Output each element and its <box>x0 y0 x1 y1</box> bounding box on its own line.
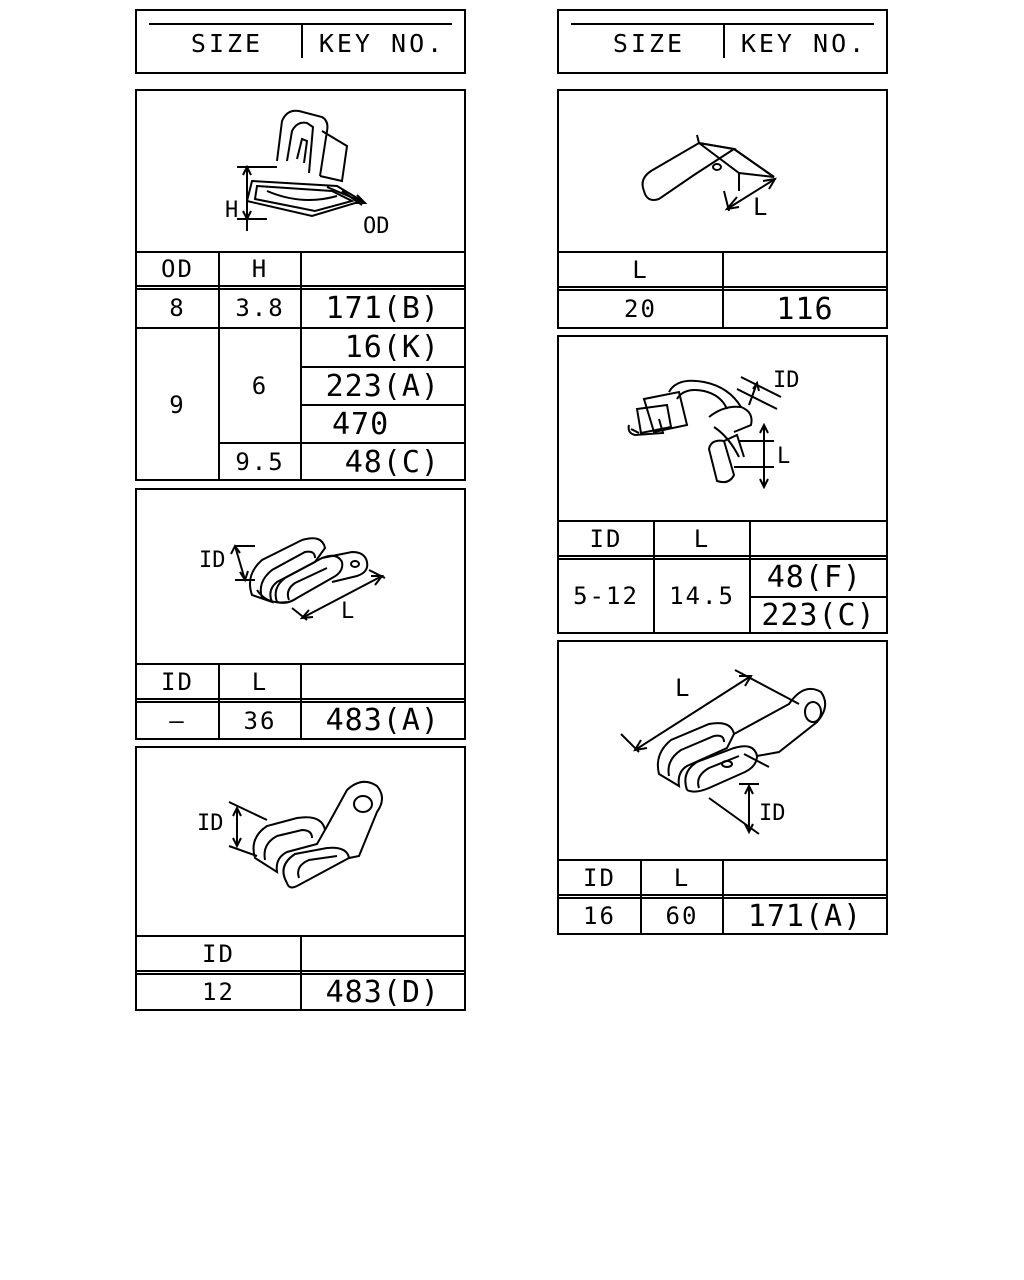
double-clamp-long-row-l: 60 <box>665 902 699 930</box>
double-clamp-eye-col-id: ID <box>202 939 235 968</box>
clip-nut-row3-h: 9.5 <box>235 448 285 476</box>
header-divider <box>723 25 725 58</box>
clip-nut-dim-h: H <box>225 198 238 223</box>
clip-nut-row2-key1: 16(K) <box>344 329 440 365</box>
double-clamp-long-col-l: L <box>673 863 691 892</box>
hose-clip-dim-id: ID <box>773 368 800 393</box>
clip-nut-row2-key2: 223(A) <box>325 368 440 404</box>
double-clamp-long-dim-l: L <box>675 674 689 702</box>
header-keyno-label: KEY NO. <box>318 29 446 58</box>
clip-nut-row1-h: 3.8 <box>235 294 285 322</box>
hose-clip-row-key2: 223(C) <box>761 598 876 633</box>
clip-nut-row1-od: 8 <box>169 294 186 322</box>
clip-nut-row1-key: 171(B) <box>325 290 440 326</box>
hose-clip-row-l: 14.5 <box>669 582 735 610</box>
hose-clip-col-l: L <box>693 524 711 553</box>
double-clamp-tab-row-l: 36 <box>243 706 277 735</box>
hose-clip-dim-l: L <box>777 444 790 469</box>
header-keyno-label: KEY NO. <box>740 29 868 58</box>
double-clamp-long-row-id: 16 <box>583 902 616 930</box>
hose-clip-panel: ID L ID L 5-12 14.5 48(F) 223(C) <box>557 335 888 634</box>
bracket-panel: L L 20 116 <box>557 89 888 329</box>
double-clamp-tab-row-key: 483(A) <box>325 703 440 738</box>
double-clamp-tab-col-id: ID <box>161 667 194 696</box>
left-size-keyno-header: SIZE KEY NO. <box>135 9 466 74</box>
bracket-col-l: L <box>632 255 649 284</box>
double-clamp-tab-dim-l: L <box>341 599 354 624</box>
clip-nut-row2-od: 9 <box>169 391 186 419</box>
double-clamp-tab-dim-id: ID <box>199 548 226 573</box>
hose-clip-drawing: ID L <box>559 337 886 521</box>
hose-clip-row-key1: 48(F) <box>766 560 862 595</box>
hose-clip-col-id: ID <box>589 524 623 553</box>
double-clamp-long-panel: L ID ID L 16 60 171(A) <box>557 640 888 935</box>
header-divider <box>301 25 303 58</box>
clip-nut-row2-key3: 470 <box>332 406 390 442</box>
double-clamp-eye-panel: ID ID 12 483(D) <box>135 746 466 1011</box>
right-size-keyno-header: SIZE KEY NO. <box>557 9 888 74</box>
clip-nut-panel: H OD OD H 8 3.8 171(B) 9 6 16(K) 223(A) … <box>135 89 466 481</box>
double-clamp-tab-panel: ID L ID L — 36 483(A) <box>135 488 466 740</box>
double-clamp-eye-row-id: 12 <box>202 978 235 1006</box>
clip-nut-col-od: OD <box>161 255 194 283</box>
double-clamp-eye-drawing: ID <box>137 748 464 936</box>
clip-nut-dim-od: OD <box>363 214 390 239</box>
double-clamp-long-col-id: ID <box>583 863 616 892</box>
double-clamp-long-row-key: 171(A) <box>747 898 863 934</box>
header-rule <box>571 23 874 25</box>
double-clamp-tab-drawing: ID L <box>137 490 464 664</box>
header-size-label: SIZE <box>190 29 264 58</box>
clip-nut-col-h: H <box>251 255 269 283</box>
header-size-label: SIZE <box>612 29 686 58</box>
double-clamp-tab-col-l: L <box>251 667 269 696</box>
hose-clip-row-id: 5-12 <box>573 582 639 610</box>
clip-nut-row2-h: 6 <box>251 372 269 400</box>
double-clamp-eye-dim-id: ID <box>197 811 224 836</box>
double-clamp-tab-row-id: — <box>169 706 186 735</box>
clip-nut-drawing: H OD <box>137 91 464 253</box>
bracket-dim-l: L <box>753 193 767 221</box>
double-clamp-eye-row-key: 483(D) <box>325 974 440 1010</box>
double-clamp-long-dim-id: ID <box>759 801 786 826</box>
clip-nut-row3-key: 48(C) <box>344 444 440 480</box>
bracket-row-l: 20 <box>624 295 657 323</box>
bracket-row-key: 116 <box>776 291 834 327</box>
bracket-drawing: L <box>559 91 886 253</box>
double-clamp-long-drawing: L ID <box>559 642 886 860</box>
header-rule <box>149 23 452 25</box>
